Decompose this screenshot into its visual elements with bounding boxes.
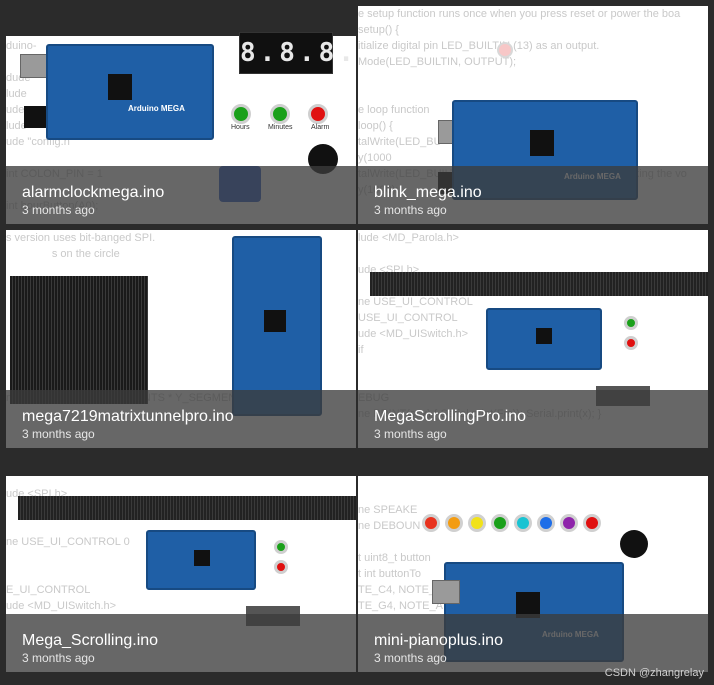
piano-key-button [422,514,440,532]
hours-label: Hours [231,124,250,131]
project-title: blink_mega.ino [374,184,482,201]
arduino-board: Arduino MEGA [46,44,214,140]
mcu-chip [264,310,286,332]
red-button [624,336,638,350]
green-button [274,540,288,554]
hours-button [231,104,251,124]
piano-buttons [422,514,612,536]
power-jack [24,106,50,128]
piano-key-button [468,514,486,532]
red-button [274,560,288,574]
project-time: 3 months ago [22,651,95,665]
card-top-band [6,454,356,476]
minutes-label: Minutes [268,124,293,131]
led-matrix-strip [18,496,356,520]
minutes-button [270,104,290,124]
project-card-mini-pianoplus[interactable]: ude "pitches.h" ne SPEAKE ne DEBOUN t ui… [358,454,708,672]
alarm-label: Alarm [311,124,330,131]
project-title: MegaScrollingPro.ino [374,408,527,425]
project-card-mega7219matrixtunnelpro[interactable]: s version uses bit-banged SPI. s on the … [6,230,356,448]
mcu-chip [530,130,554,156]
piano-key-button [491,514,509,532]
project-title: alarmclockmega.ino [22,184,165,201]
project-time: 3 months ago [374,203,447,217]
led-matrix [10,276,148,404]
watermark: CSDN @zhangrelay [604,667,704,679]
card-overlay [358,390,708,448]
arduino-board [486,308,602,370]
mcu-chip [108,74,132,100]
project-time: 3 months ago [22,203,95,217]
piano-key-button [537,514,555,532]
led-matrix-strip [370,272,708,296]
piano-key-button [445,514,463,532]
project-card-blink-mega[interactable]: e setup function runs once when you pres… [358,6,708,224]
piano-key-button [514,514,532,532]
project-card-mega-scrolling[interactable]: ude <MD_Parola.h> ude <SPI.h> ne USE_UI_… [6,454,356,672]
card-overlay [358,614,708,672]
seven-segment-display: 8.8.8.8 [239,32,356,74]
arduino-board [232,236,322,416]
project-title: Mega_Scrolling.ino [22,632,159,649]
card-top-band [358,454,708,476]
project-time: 3 months ago [22,427,95,441]
buzzer [620,530,648,558]
mcu-chip [194,550,210,566]
led [497,42,513,58]
arduino-board [146,530,256,590]
green-button [624,316,638,330]
project-time: 3 months ago [374,427,447,441]
card-overlay [358,166,708,224]
project-title: mega7219matrixtunnelpro.ino [22,408,234,425]
alarm-button [308,104,328,124]
mcu-chip [516,592,540,618]
mcu-chip [536,328,552,344]
card-overlay [6,166,356,224]
card-top-band [6,6,356,36]
project-time: 3 months ago [374,651,447,665]
project-card-megascrollingpro[interactable]: lude <MD_Parola.h> ude <SPI.h> ne USE_UI… [358,230,708,448]
card-overlay [6,614,356,672]
usb-connector [432,580,460,604]
piano-key-button [560,514,578,532]
board-label: Arduino MEGA [128,104,185,113]
project-title: mini-pianoplus.ino [374,632,503,649]
card-overlay [6,390,356,448]
project-card-alarmclockmega[interactable]: uino.h> duino- dude lude ude lude ude "c… [6,6,356,224]
piano-key-button [583,514,601,532]
